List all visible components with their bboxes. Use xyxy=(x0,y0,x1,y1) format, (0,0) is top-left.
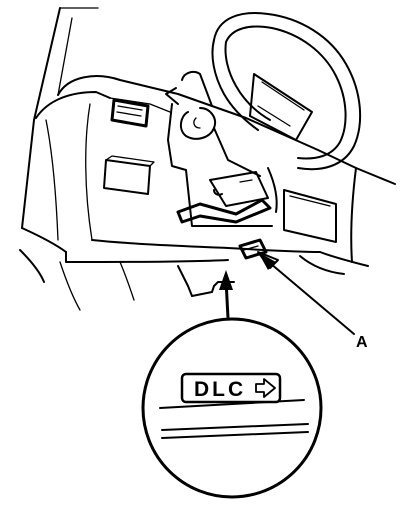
steering-wheel xyxy=(211,12,362,171)
dlc-label-tag: DLC xyxy=(180,372,282,404)
dlc-label-text: DLC xyxy=(194,378,246,401)
dashboard-top xyxy=(35,75,396,185)
callout-arrow-a xyxy=(257,251,355,335)
a-pillar xyxy=(21,7,99,229)
left-panel xyxy=(103,155,155,195)
right-arrow-icon xyxy=(255,378,276,398)
right-dashboard xyxy=(267,167,369,267)
dlc-connector xyxy=(238,238,268,260)
pedal-opening xyxy=(176,171,272,224)
steering-column xyxy=(165,71,261,177)
detail-pointer-arrow xyxy=(213,270,235,320)
left-vent xyxy=(110,98,150,128)
detail-magnifier xyxy=(141,317,323,499)
footwell xyxy=(19,249,345,311)
left-dash-wall xyxy=(21,103,93,263)
lower-trim xyxy=(91,169,321,263)
callout-label-a: A xyxy=(356,334,368,351)
